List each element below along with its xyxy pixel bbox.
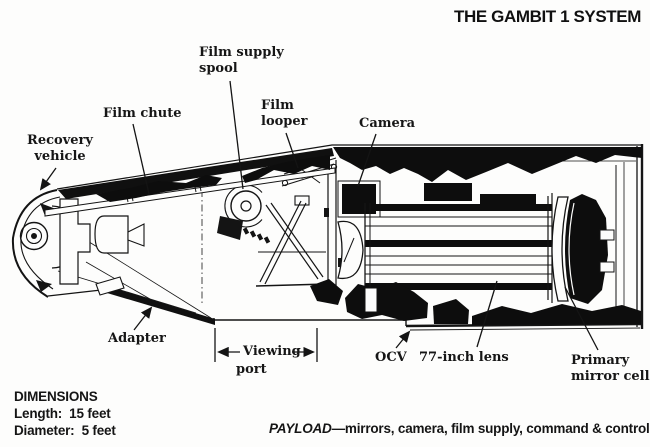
adapter-drawing bbox=[57, 190, 215, 325]
label-film-looper: Film looper bbox=[261, 98, 308, 130]
dimensions-block: DIMENSIONS Length: 15 feet Diameter: 5 f… bbox=[14, 388, 116, 439]
label-recovery-vehicle-line1: Recovery bbox=[27, 133, 93, 148]
page-title: THE GAMBIT 1 SYSTEM bbox=[454, 7, 641, 26]
label-recovery-vehicle: Recovery vehicle bbox=[22, 133, 98, 165]
dimensions-diameter: Diameter: 5 feet bbox=[14, 423, 116, 438]
label-film-supply-line1: Film supply bbox=[199, 45, 284, 60]
hull-outline bbox=[11, 144, 644, 331]
viewing-port-dimension bbox=[214, 328, 318, 362]
label-adapter: Adapter bbox=[108, 331, 166, 346]
dimensions-length: Length: 15 feet bbox=[14, 406, 111, 421]
payload-text: —mirrors, camera, film supply, command &… bbox=[331, 421, 650, 436]
label-camera: Camera bbox=[359, 116, 416, 131]
label-77-inch-lens: 77-inch lens bbox=[419, 350, 509, 365]
label-film-chute: Film chute bbox=[103, 106, 182, 121]
film-supply-spool-drawing bbox=[217, 184, 271, 244]
payload-caption: PAYLOAD—mirrors, camera, film supply, co… bbox=[269, 421, 650, 436]
label-viewing-port-line1: Viewing bbox=[243, 344, 301, 359]
leader-lines bbox=[39, 80, 599, 351]
dimensions-heading: DIMENSIONS bbox=[14, 389, 98, 404]
label-ocv: OCV bbox=[375, 350, 407, 365]
payload-keyword: PAYLOAD bbox=[269, 421, 332, 436]
label-film-supply-spool: Film supply spool bbox=[199, 45, 284, 77]
label-primary-mirror-line1: Primary bbox=[571, 353, 630, 368]
camera-base-detail bbox=[364, 287, 378, 313]
primary-mirror-drawing bbox=[547, 162, 625, 320]
label-film-supply-line2: spool bbox=[199, 60, 238, 76]
label-film-looper-line2: looper bbox=[261, 113, 308, 129]
label-primary-mirror-cell: Primary mirror cell bbox=[571, 353, 650, 385]
lens-barrel-drawing bbox=[364, 160, 636, 291]
label-primary-mirror-line2: mirror cell bbox=[571, 368, 650, 384]
label-film-looper-line1: Film bbox=[261, 98, 294, 113]
label-recovery-vehicle-line2: vehicle bbox=[34, 148, 86, 164]
label-viewing-port-line2: port bbox=[236, 362, 267, 377]
